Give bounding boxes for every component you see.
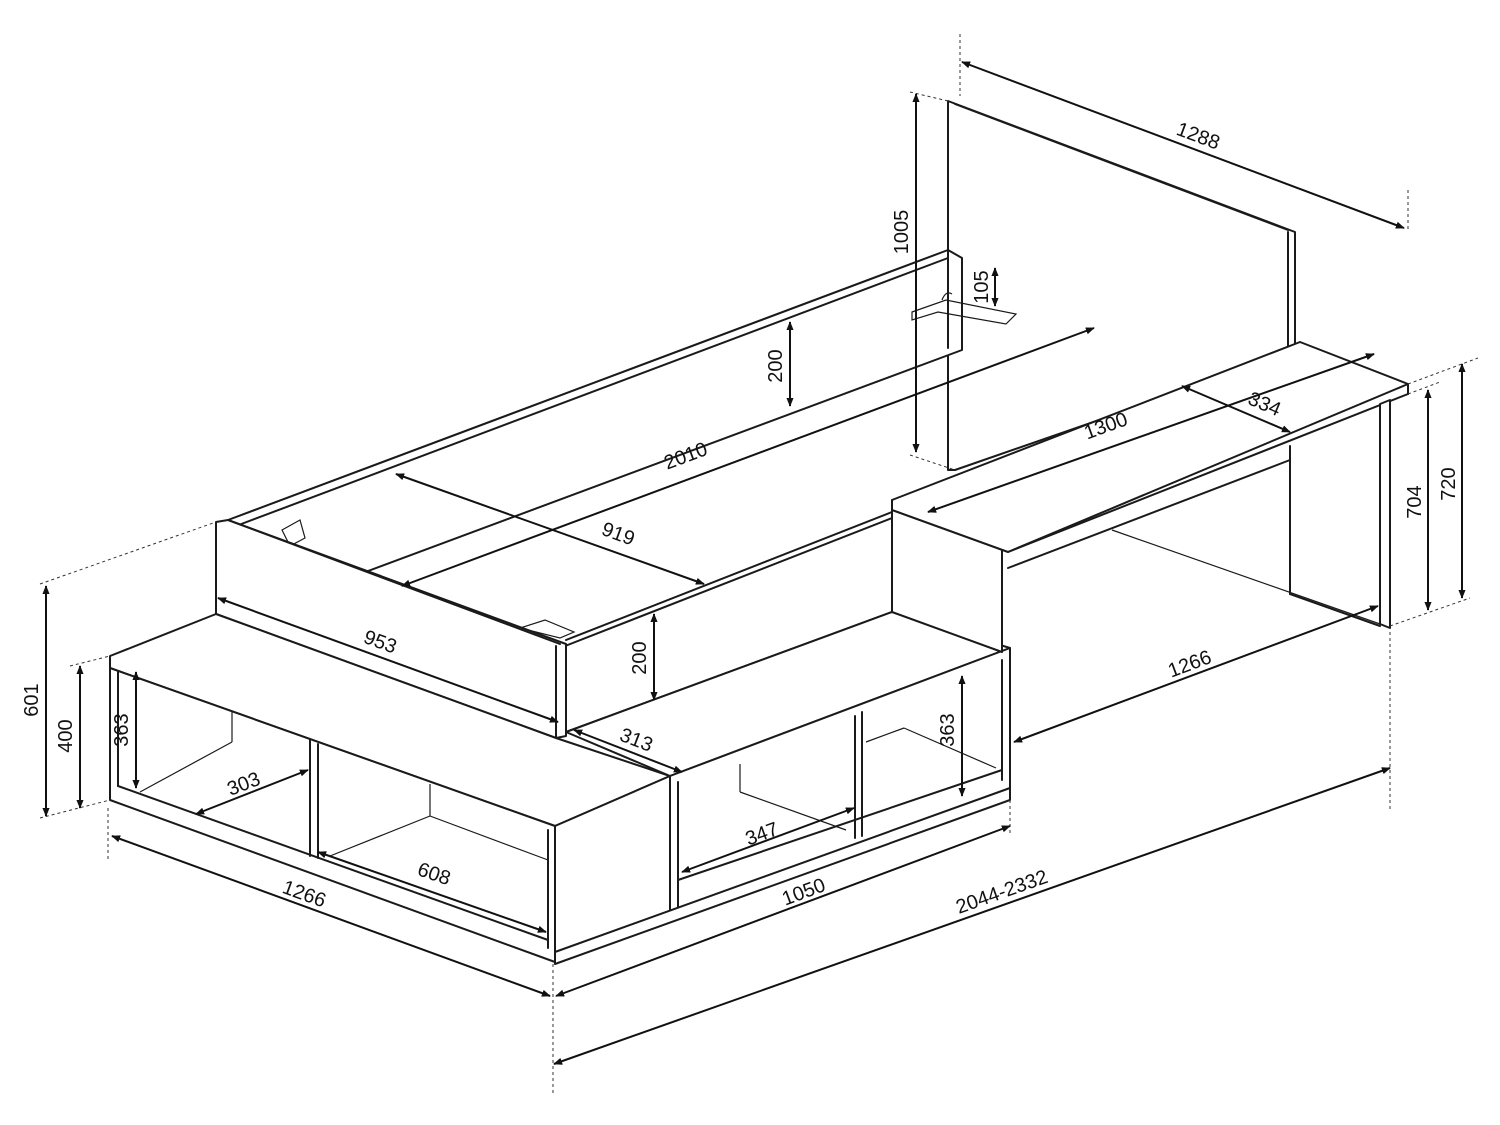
label-hook-height: 105 <box>971 270 993 303</box>
dim-footboard-width <box>217 597 559 723</box>
dim-desk-depth <box>1181 385 1291 433</box>
dim-desk-length <box>927 353 1375 513</box>
dim-shelf-depth-left <box>195 769 309 815</box>
label-headboard-width: 1288 <box>1173 118 1222 154</box>
desk-side-panel <box>1379 399 1391 629</box>
label-headboard-height: 1005 <box>891 210 913 255</box>
dim-side-unit-length <box>1013 605 1379 743</box>
back-side-rail <box>227 249 963 575</box>
dim-step-depth <box>573 729 683 773</box>
label-rail-height-front: 200 <box>629 641 651 674</box>
hook-bracket <box>911 299 1018 325</box>
label-desk-height-total: 720 <box>1438 467 1460 500</box>
label-bed-width-inner: 919 <box>599 518 638 550</box>
label-shelf-height-left: 363 <box>111 713 133 746</box>
label-rail-height-back: 200 <box>765 349 787 382</box>
dim-bed-width-inner <box>395 473 705 585</box>
label-overall-height: 601 <box>21 683 43 716</box>
dim-overall-length <box>553 767 1391 1065</box>
dim-headboard-width <box>961 61 1405 229</box>
label-base-height: 400 <box>55 719 77 752</box>
label-shelf-height-right: 363 <box>937 713 959 746</box>
dimension-lines <box>42 61 1466 1065</box>
dim-base-front-width <box>111 835 551 997</box>
label-desk-height-inner: 704 <box>1404 485 1426 518</box>
